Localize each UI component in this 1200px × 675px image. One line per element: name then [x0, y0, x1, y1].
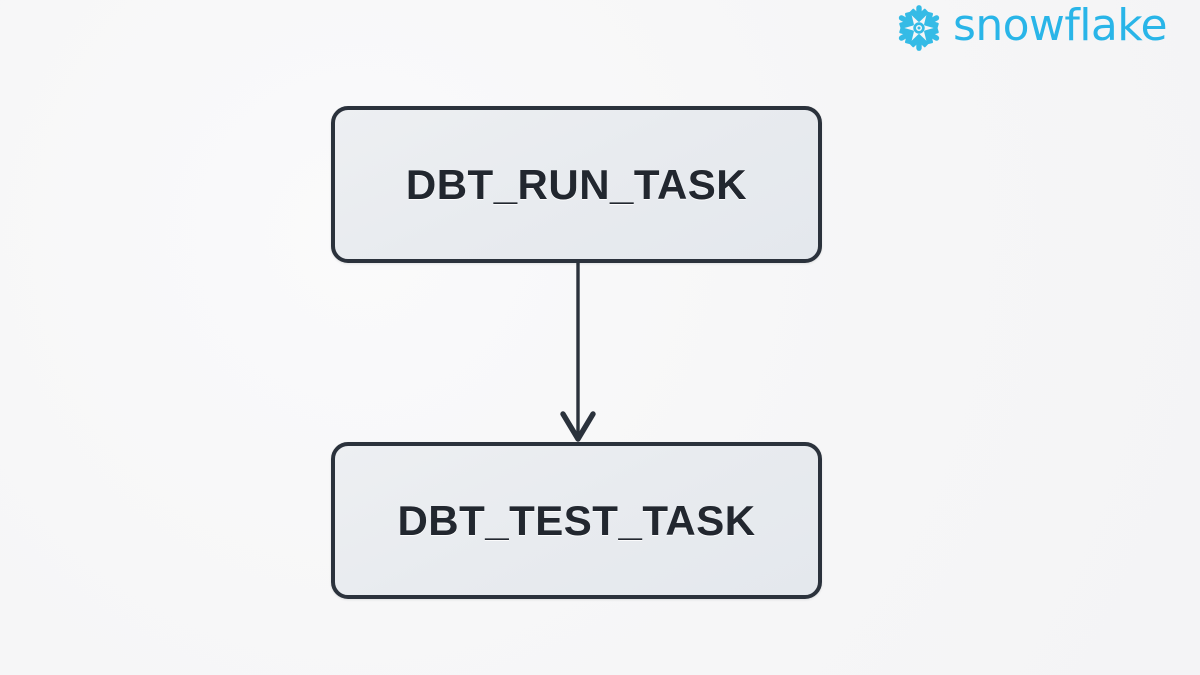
arrowhead-icon: [560, 411, 596, 442]
node-dbt-run-task[interactable]: DBT_RUN_TASK: [331, 106, 822, 263]
node-dbt-run-task-label: DBT_RUN_TASK: [405, 160, 748, 208]
edge-run-to-test: [560, 262, 596, 442]
snowflake-wordmark: snowflake: [953, 0, 1168, 51]
node-dbt-test-task[interactable]: DBT_TEST_TASK: [331, 442, 822, 599]
node-dbt-test-task-label: DBT_TEST_TASK: [397, 496, 756, 544]
snowflake-logo: snowflake: [893, 2, 1168, 54]
snowflake-icon: [898, 5, 940, 51]
